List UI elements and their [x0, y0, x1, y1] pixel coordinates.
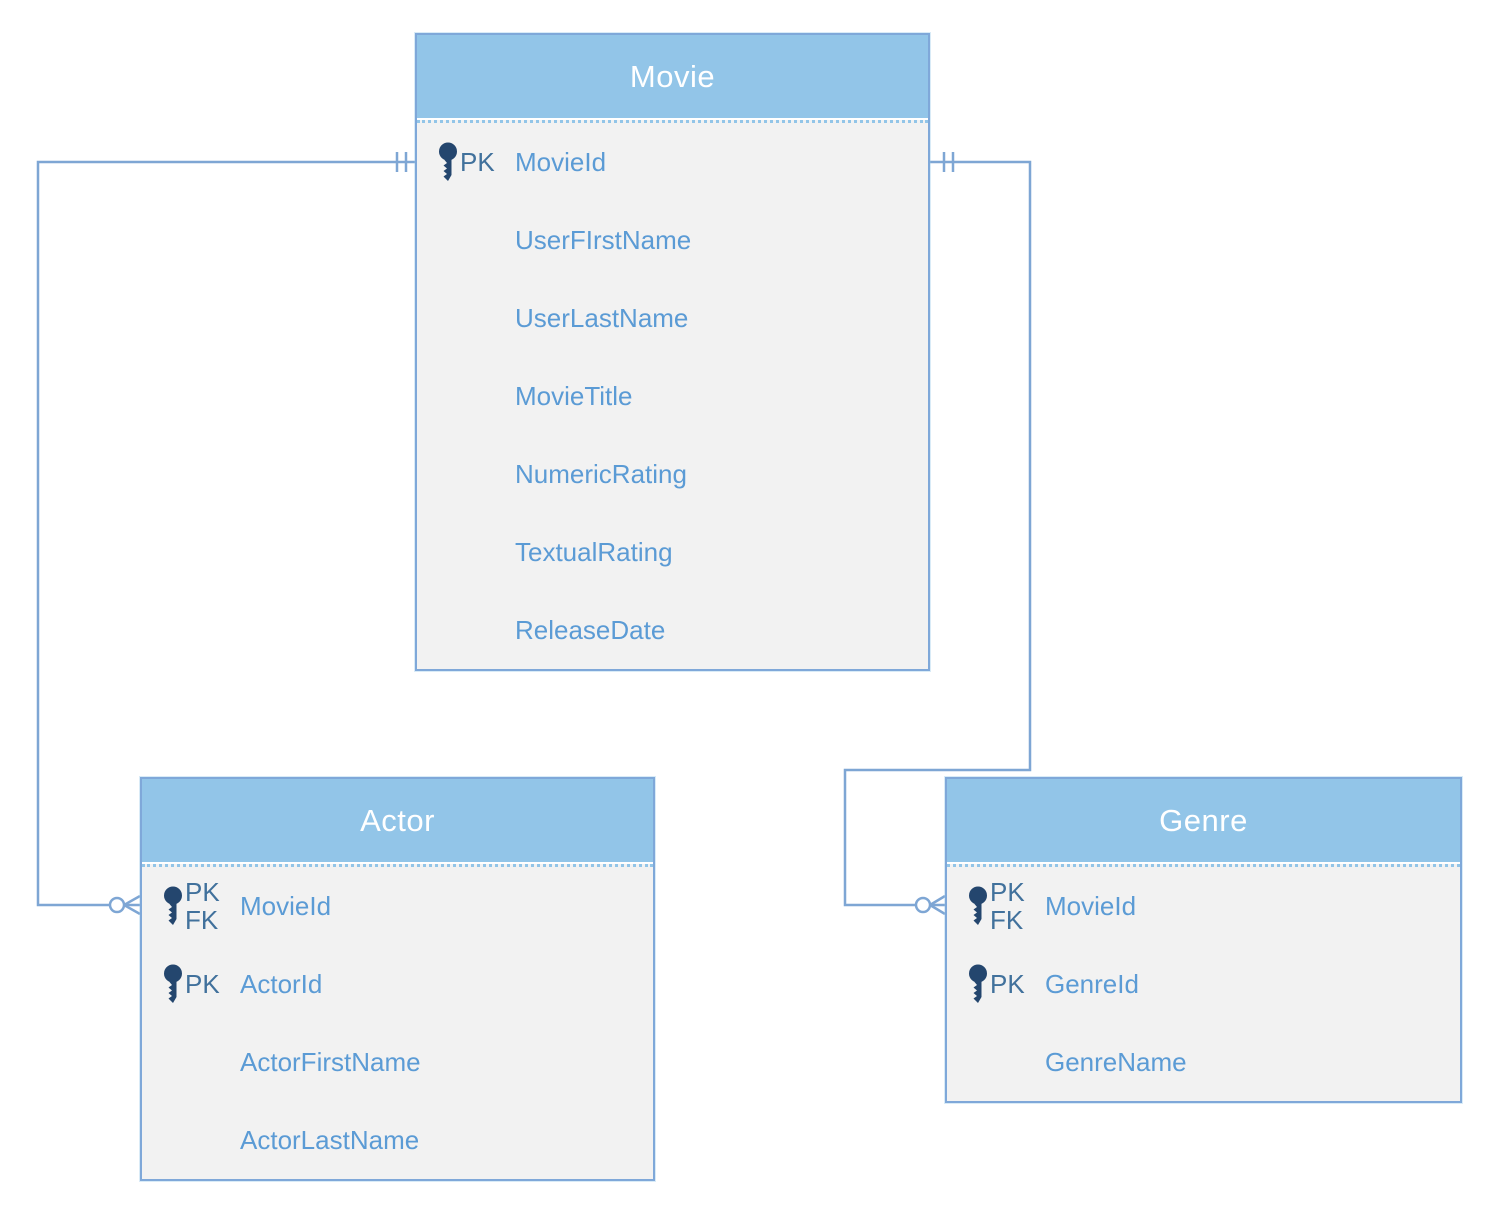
zero-or-many-crowfoot [123, 894, 141, 916]
field-row: NumericRating [417, 435, 928, 513]
key-icon [164, 964, 182, 1003]
zero-or-many-circle [108, 896, 126, 914]
field-name: MovieTitle [515, 380, 633, 411]
field-name: TextualRating [515, 536, 673, 567]
field-row: TextualRating [417, 513, 928, 591]
field-row: PK ActorId [142, 945, 653, 1023]
relationship-line [843, 160, 1032, 907]
field-row: ActorFirstName [142, 1023, 653, 1101]
relationship-movie-actor[interactable] [36, 152, 415, 916]
entity-movie-fields: PK MovieId UserFIrstName UserLastName Mo… [417, 120, 928, 669]
field-row: GenreName [947, 1023, 1460, 1101]
zero-or-many-circle [914, 896, 932, 914]
field-row: ReleaseDate [417, 591, 928, 669]
key-label: PK [185, 968, 220, 999]
field-row: ActorLastName [142, 1101, 653, 1179]
key-label: FK [990, 905, 1024, 935]
entity-actor[interactable]: Actor PK FK MovieId [140, 777, 655, 1181]
field-row: UserLastName [417, 279, 928, 357]
field-name: ActorFirstName [240, 1046, 421, 1077]
entity-genre-fields: PK FK MovieId PK GenreId GenreN [947, 864, 1460, 1101]
relationship-movie-genre[interactable] [843, 152, 1032, 916]
field-name: UserLastName [515, 302, 689, 333]
entity-actor-title: Actor [142, 779, 653, 864]
field-name: MovieId [515, 146, 607, 177]
field-row: PK GenreId [947, 945, 1460, 1023]
key-icon [969, 886, 987, 925]
key-label: PK [990, 968, 1025, 999]
zero-or-many-crowfoot [929, 894, 946, 916]
field-row: PK FK MovieId [142, 867, 653, 945]
key-label: PK [185, 876, 220, 907]
entity-movie[interactable]: Movie PK MovieId UserFIrstName UserLastN… [415, 33, 930, 671]
key-icon [969, 964, 987, 1003]
field-name: NumericRating [515, 458, 687, 489]
field-row: PK MovieId [417, 123, 928, 201]
key-label: PK [990, 876, 1025, 907]
entity-actor-fields: PK FK MovieId PK ActorId ActorF [142, 864, 653, 1179]
field-name: GenreName [1045, 1046, 1187, 1077]
key-label: FK [185, 905, 219, 935]
field-name: MovieId [240, 890, 332, 921]
key-icon [164, 886, 182, 925]
field-name: UserFIrstName [515, 224, 692, 255]
field-name: ActorLastName [240, 1124, 420, 1155]
field-name: MovieId [1045, 890, 1137, 921]
field-row: MovieTitle [417, 357, 928, 435]
entity-genre-title: Genre [947, 779, 1460, 864]
key-label: PK [460, 146, 495, 177]
entity-movie-title: Movie [417, 35, 928, 120]
field-name: GenreId [1045, 968, 1139, 999]
field-name: ActorId [240, 968, 323, 999]
relationship-line [36, 160, 415, 907]
field-row: PK FK MovieId [947, 867, 1460, 945]
field-row: UserFIrstName [417, 201, 928, 279]
field-name: ReleaseDate [515, 614, 666, 645]
key-icon [439, 142, 457, 181]
entity-genre[interactable]: Genre PK FK MovieId [945, 777, 1462, 1103]
